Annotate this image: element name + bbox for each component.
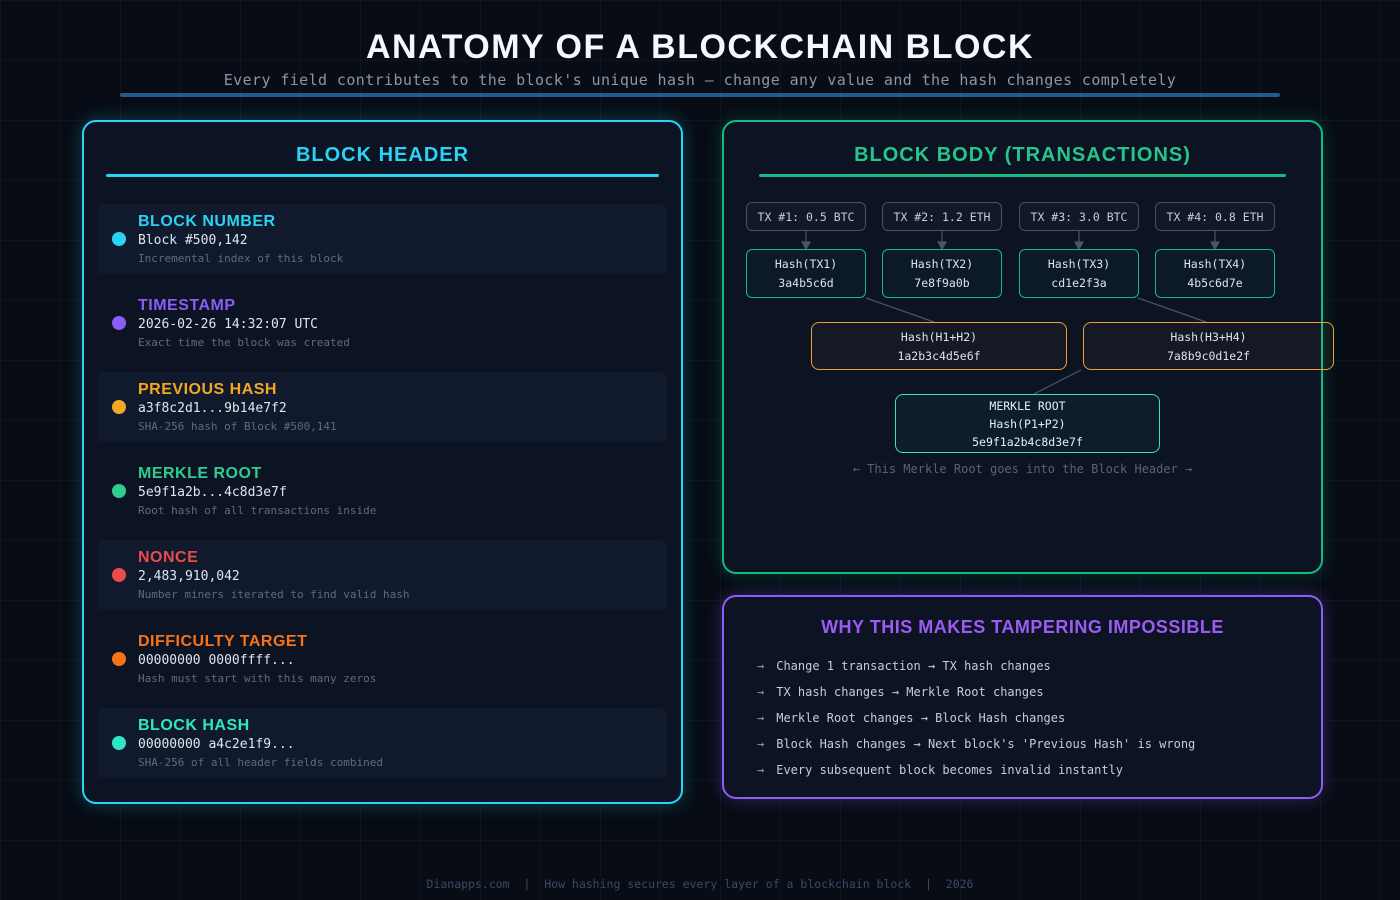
arrow-icon: → bbox=[757, 685, 765, 699]
field-description: Number miners iterated to find valid has… bbox=[138, 588, 410, 601]
header-field-row: NONCE 2,483,910,042 Number miners iterat… bbox=[97, 540, 667, 610]
field-name: MERKLE ROOT bbox=[138, 465, 262, 482]
transaction-label: TX #1: 0.5 BTC bbox=[757, 209, 855, 224]
tx-hash-box: Hash(TX2) 7e8f9a0b bbox=[882, 249, 1002, 298]
field-description: Hash must start with this many zeros bbox=[138, 672, 377, 685]
tamper-point: → Block Hash changes → Next block's 'Pre… bbox=[757, 731, 1301, 757]
tamper-point-text: TX hash changes → Merkle Root changes bbox=[776, 685, 1044, 699]
field-color-dot-icon bbox=[112, 652, 126, 666]
field-name: PREVIOUS HASH bbox=[138, 381, 277, 398]
pair-hash-box: Hash(H3+H4) 7a8b9c0d1e2f bbox=[1083, 322, 1334, 370]
field-value: 2026-02-26 14:32:07 UTC bbox=[138, 317, 319, 332]
transaction-box: TX #4: 0.8 ETH bbox=[1155, 202, 1275, 231]
tamper-point: → Every subsequent block becomes invalid… bbox=[757, 757, 1301, 783]
merkle-caption: ← This Merkle Root goes into the Block H… bbox=[852, 462, 1193, 476]
field-value: Block #500,142 bbox=[138, 233, 248, 248]
field-color-dot-icon bbox=[112, 484, 126, 498]
tamper-point: → Merkle Root changes → Block Hash chang… bbox=[757, 705, 1301, 731]
page-subtitle: Every field contributes to the block's u… bbox=[223, 71, 1177, 89]
header-field-row: BLOCK NUMBER Block #500,142 Incremental … bbox=[97, 204, 667, 274]
hash-value: 4b5c6d7e bbox=[1187, 276, 1243, 290]
merkle-root-value: 5e9f1a2b4c8d3e7f bbox=[972, 434, 1083, 449]
field-value: 00000000 a4c2e1f9... bbox=[138, 737, 295, 752]
field-color-dot-icon bbox=[112, 736, 126, 750]
page-footer: Dianapps.com | How hashing secures every… bbox=[426, 877, 974, 891]
pair-hash-box: Hash(H1+H2) 1a2b3c4d5e6f bbox=[811, 322, 1067, 370]
block-header-panel-title: BLOCK HEADER bbox=[295, 144, 470, 166]
tamper-panel-title: WHY THIS MAKES TAMPERING IMPOSSIBLE bbox=[821, 617, 1224, 637]
hash-label: Hash(H1+H2) bbox=[900, 329, 978, 344]
transaction-label: TX #3: 3.0 BTC bbox=[1030, 209, 1128, 224]
tamper-point: → Change 1 transaction → TX hash changes bbox=[757, 653, 1301, 679]
tx-hash-box: Hash(TX3) cd1e2f3a bbox=[1019, 249, 1139, 298]
tamper-point-text: Change 1 transaction → TX hash changes bbox=[776, 659, 1051, 673]
tamper-point-text: Merkle Root changes → Block Hash changes bbox=[776, 711, 1066, 725]
header-field-row: BLOCK HASH 00000000 a4c2e1f9... SHA-256 … bbox=[97, 708, 667, 778]
arrow-icon: → bbox=[757, 763, 765, 777]
field-value: 5e9f1a2b...4c8d3e7f bbox=[138, 485, 287, 500]
header-field-row: TIMESTAMP 2026-02-26 14:32:07 UTC Exact … bbox=[97, 288, 667, 358]
transaction-box: TX #1: 0.5 BTC bbox=[746, 202, 866, 231]
field-color-dot-icon bbox=[112, 232, 126, 246]
panel-title-underline bbox=[759, 174, 1286, 177]
field-name: BLOCK NUMBER bbox=[138, 213, 276, 230]
hash-value: 7e8f9a0b bbox=[914, 276, 970, 290]
hash-value: cd1e2f3a bbox=[1051, 276, 1107, 290]
arrow-icon: → bbox=[757, 711, 765, 725]
title-divider bbox=[120, 93, 1280, 97]
field-description: Exact time the block was created bbox=[138, 336, 350, 349]
field-value: 2,483,910,042 bbox=[138, 569, 240, 584]
tamper-panel: WHY THIS MAKES TAMPERING IMPOSSIBLE → Ch… bbox=[722, 595, 1323, 799]
merkle-connector-lines bbox=[800, 231, 1221, 395]
field-value: a3f8c2d1...9b14e7f2 bbox=[138, 401, 287, 416]
hash-label: Hash(TX4) bbox=[1183, 257, 1247, 271]
tamper-points-list: → Change 1 transaction → TX hash changes… bbox=[757, 653, 1301, 783]
page-title: ANATOMY OF A BLOCKCHAIN BLOCK bbox=[365, 28, 1035, 66]
header-field-row: PREVIOUS HASH a3f8c2d1...9b14e7f2 SHA-25… bbox=[97, 372, 667, 442]
field-name: NONCE bbox=[138, 549, 199, 566]
hash-label: Hash(TX2) bbox=[910, 257, 974, 271]
field-description: Incremental index of this block bbox=[138, 252, 344, 265]
field-description: SHA-256 of all header fields combined bbox=[138, 756, 384, 769]
merkle-root-formula: Hash(P1+P2) bbox=[989, 416, 1066, 431]
field-color-dot-icon bbox=[112, 568, 126, 582]
field-color-dot-icon bbox=[112, 400, 126, 414]
hash-value: 3a4b5c6d bbox=[778, 276, 834, 290]
field-name: BLOCK HASH bbox=[138, 717, 250, 734]
arrow-icon: → bbox=[757, 659, 765, 673]
merkle-tree-diagram: TX #1: 0.5 BTC TX #2: 1.2 ETH TX #3: 3.0… bbox=[724, 122, 1334, 572]
tamper-point-text: Every subsequent block becomes invalid i… bbox=[776, 763, 1124, 777]
field-color-dot-icon bbox=[112, 316, 126, 330]
transaction-box: TX #2: 1.2 ETH bbox=[882, 202, 1002, 231]
merkle-root-box: MERKLE ROOT Hash(P1+P2) 5e9f1a2b4c8d3e7f bbox=[895, 394, 1160, 453]
tamper-point: → TX hash changes → Merkle Root changes bbox=[757, 679, 1301, 705]
transaction-box: TX #3: 3.0 BTC bbox=[1019, 202, 1139, 231]
field-name: TIMESTAMP bbox=[138, 297, 236, 314]
header-field-row: MERKLE ROOT 5e9f1a2b...4c8d3e7f Root has… bbox=[97, 456, 667, 526]
hash-value: 1a2b3c4d5e6f bbox=[897, 348, 981, 363]
header-fields-list: BLOCK NUMBER Block #500,142 Incremental … bbox=[97, 204, 667, 792]
field-name: DIFFICULTY TARGET bbox=[138, 633, 308, 650]
tx-hash-box: Hash(TX1) 3a4b5c6d bbox=[746, 249, 866, 298]
block-header-panel: BLOCK HEADER BLOCK NUMBER Block #500,142… bbox=[82, 120, 683, 804]
tx-hash-box: Hash(TX4) 4b5c6d7e bbox=[1155, 249, 1275, 298]
block-body-panel: BLOCK BODY (TRANSACTIONS) TX #1: 0.5 BTC… bbox=[722, 120, 1334, 574]
header-field-row: DIFFICULTY TARGET 00000000 0000ffff... H… bbox=[97, 624, 667, 694]
tamper-point-text: Block Hash changes → Next block's 'Previ… bbox=[776, 737, 1196, 751]
panel-title-underline bbox=[106, 174, 659, 177]
hash-label: Hash(TX3) bbox=[1047, 257, 1111, 271]
field-description: Root hash of all transactions inside bbox=[138, 504, 377, 517]
hash-value: 7a8b9c0d1e2f bbox=[1166, 348, 1251, 363]
merkle-root-title: MERKLE ROOT bbox=[989, 398, 1066, 413]
hash-label: Hash(H3+H4) bbox=[1170, 329, 1247, 344]
hash-label: Hash(TX1) bbox=[774, 257, 838, 271]
field-value: 00000000 0000ffff... bbox=[138, 653, 295, 668]
field-description: SHA-256 hash of Block #500,141 bbox=[138, 420, 337, 433]
arrow-icon: → bbox=[757, 737, 765, 751]
transaction-label: TX #2: 1.2 ETH bbox=[893, 209, 991, 224]
transaction-label: TX #4: 0.8 ETH bbox=[1166, 209, 1264, 224]
block-body-panel-title: BLOCK BODY (TRANSACTIONS) bbox=[854, 144, 1191, 166]
